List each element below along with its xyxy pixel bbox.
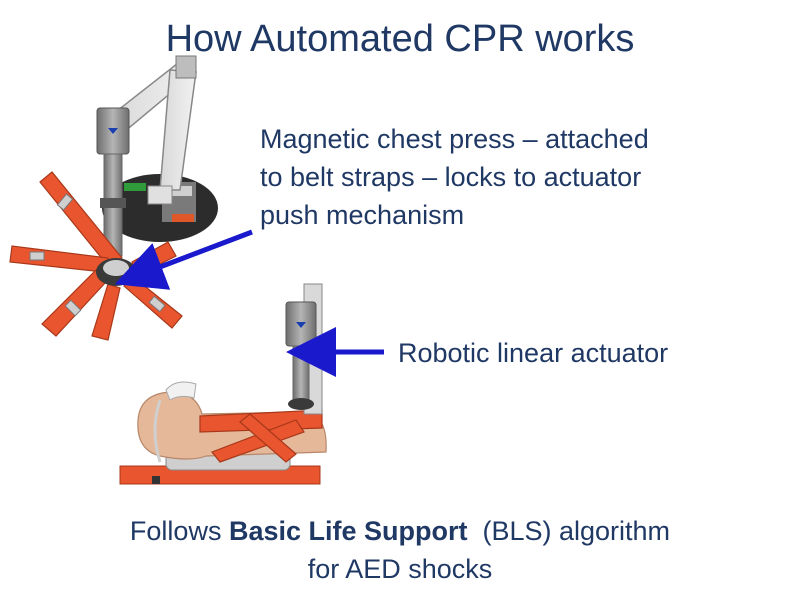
- chest-press-line-3: push mechanism: [260, 200, 465, 230]
- footer-bold: Basic Life Support: [228, 516, 468, 546]
- robotic-arm: [106, 55, 198, 205]
- footer-prefix: Follows: [129, 516, 229, 546]
- oxygen-mask-icon: [165, 381, 197, 401]
- actuator-callout: Robotic linear actuator: [398, 338, 669, 368]
- chest-press-arrow: [114, 229, 253, 290]
- actuator-brand-mark-icon: [296, 322, 306, 328]
- strap-buckles: [29, 193, 166, 317]
- footer-caption: Follows Basic Life Support (BLS) algorit…: [0, 512, 800, 588]
- footer-line-1: Follows Basic Life Support (BLS) algorit…: [0, 512, 800, 550]
- top-actuator: [96, 107, 130, 257]
- chest-press-line-2: to belt straps – locks to actuator: [260, 162, 642, 192]
- footer-line-2: for AED shocks: [307, 554, 493, 584]
- brand-mark-icon: [108, 128, 118, 134]
- chest-press-puck: [96, 258, 136, 286]
- page-title: How Automated CPR works: [165, 18, 635, 60]
- patient-belt: [199, 409, 323, 463]
- linear-actuator: [285, 283, 323, 415]
- stretcher: [119, 451, 321, 485]
- chest-press-callout: Magnetic chest press – attached to belt …: [260, 120, 780, 234]
- chest-press-line-1: Magnetic chest press – attached: [260, 124, 649, 154]
- footer-suffix: (BLS) algorithm: [467, 516, 671, 546]
